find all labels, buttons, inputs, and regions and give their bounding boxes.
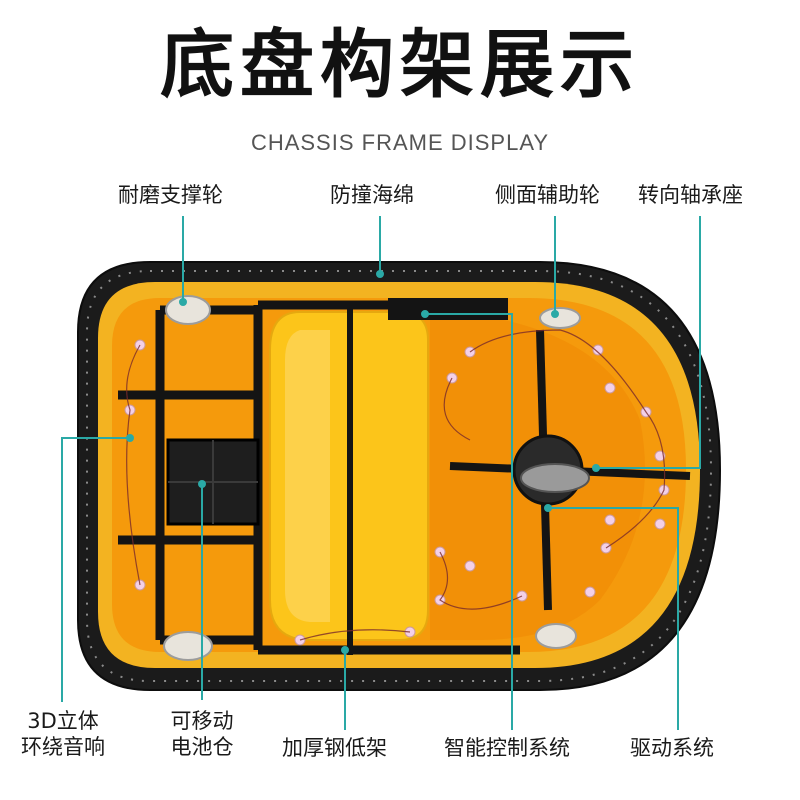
support-wheel-top <box>165 295 211 325</box>
label-drive-system: 驱动系统 <box>630 736 714 760</box>
label-control-system: 智能控制系统 <box>444 736 570 760</box>
label-steering-bearing-seat: 转向轴承座 <box>638 183 743 207</box>
side-wheel-top <box>539 307 581 329</box>
seat-highlight <box>285 330 330 622</box>
label-surround-audio-line2: 环绕音响 <box>21 735 105 760</box>
support-wheel-bottom <box>163 631 213 661</box>
wiring <box>126 329 666 641</box>
control-box <box>388 298 508 320</box>
label-battery-line1: 可移动 <box>170 709 234 733</box>
label-battery-compartment: 可移动 电池仓 <box>152 708 252 761</box>
label-side-auxiliary-wheel: 侧面辅助轮 <box>495 183 600 207</box>
label-wear-support-wheel: 耐磨支撑轮 <box>118 183 223 207</box>
led-lights <box>124 339 670 646</box>
label-anti-collision-sponge: 防撞海绵 <box>330 183 414 207</box>
page-title: 底盘构架展示 <box>160 22 640 108</box>
label-surround-audio-line1: 3D立体 <box>27 709 99 733</box>
page-subtitle: CHASSIS FRAME DISPLAY <box>250 130 550 155</box>
label-steel-frame: 加厚钢低架 <box>282 736 387 760</box>
drive-wheel <box>520 463 590 493</box>
callout-lines <box>61 216 701 730</box>
label-battery-line2: 电池仓 <box>170 735 234 760</box>
label-surround-audio: 3D立体 环绕音响 <box>8 708 118 761</box>
side-wheel-bottom <box>535 623 577 649</box>
